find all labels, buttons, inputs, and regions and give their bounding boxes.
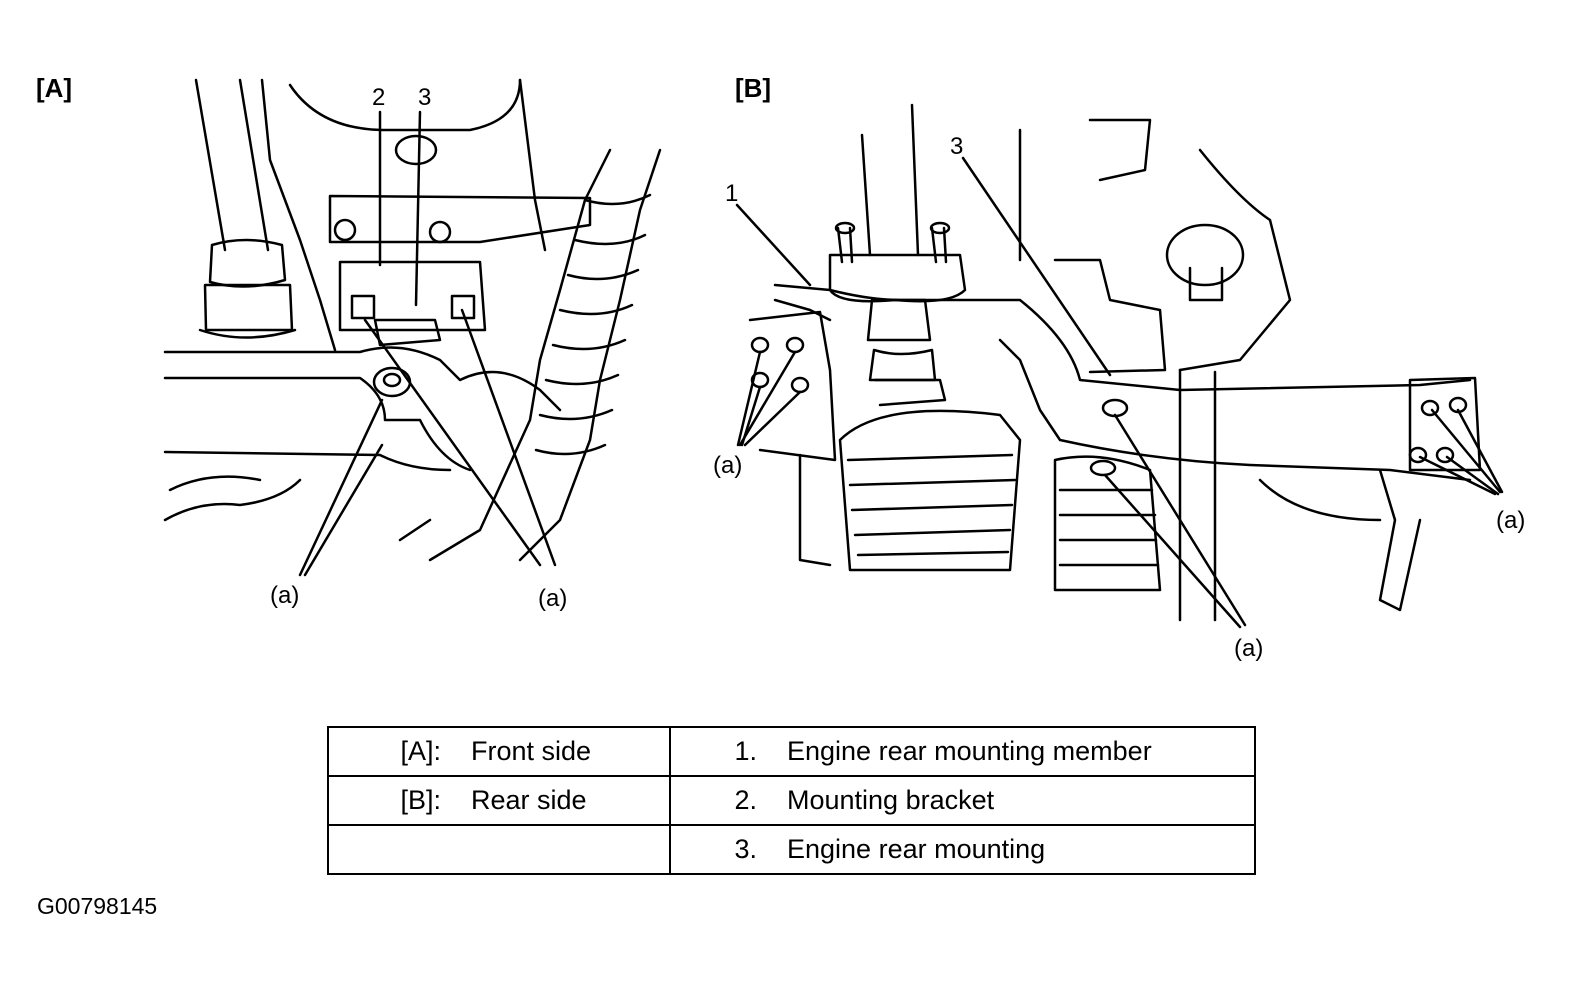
callout-2-front: 2 [372, 84, 386, 111]
front-side-illustration [165, 80, 660, 575]
callout-bolt-front-left: (a) [270, 582, 300, 609]
legend-row: 3. Engine rear mounting [327, 824, 1256, 875]
front-view-label: [A] [36, 73, 73, 103]
reference-code: G00798145 [37, 893, 158, 919]
legend-key: [A]: [400, 736, 441, 766]
callout-1-rear: 1 [725, 180, 739, 207]
callout-bolt-rear-left: (a) [713, 452, 743, 479]
legend-part-name: Mounting bracket [787, 785, 995, 815]
legend-part-number: 1. [734, 736, 757, 766]
legend-part-name: Engine rear mounting [787, 834, 1046, 864]
callout-bolt-rear-bottom: (a) [1234, 635, 1264, 662]
legend-row: [B]: Rear side 2. Mounting bracket [327, 775, 1256, 826]
callout-3-front: 3 [418, 84, 432, 111]
rear-view-label: [B] [735, 73, 772, 103]
legend-desc: Front side [471, 736, 592, 766]
legend-part-number: 3. [734, 834, 757, 864]
legend-part-name: Engine rear mounting member [787, 736, 1152, 766]
legend-desc: Rear side [471, 785, 587, 815]
legend-row: [A]: Front side 1. Engine rear mounting … [327, 726, 1256, 777]
callout-bolt-front-right: (a) [538, 585, 568, 612]
rear-side-illustration [737, 105, 1502, 627]
callout-bolt-rear-right: (a) [1496, 507, 1526, 534]
legend-table: [A]: Front side 1. Engine rear mounting … [327, 726, 1256, 875]
callout-3-rear: 3 [950, 133, 964, 160]
legend-part-number: 2. [734, 785, 757, 815]
legend-key: [B]: [400, 785, 441, 815]
